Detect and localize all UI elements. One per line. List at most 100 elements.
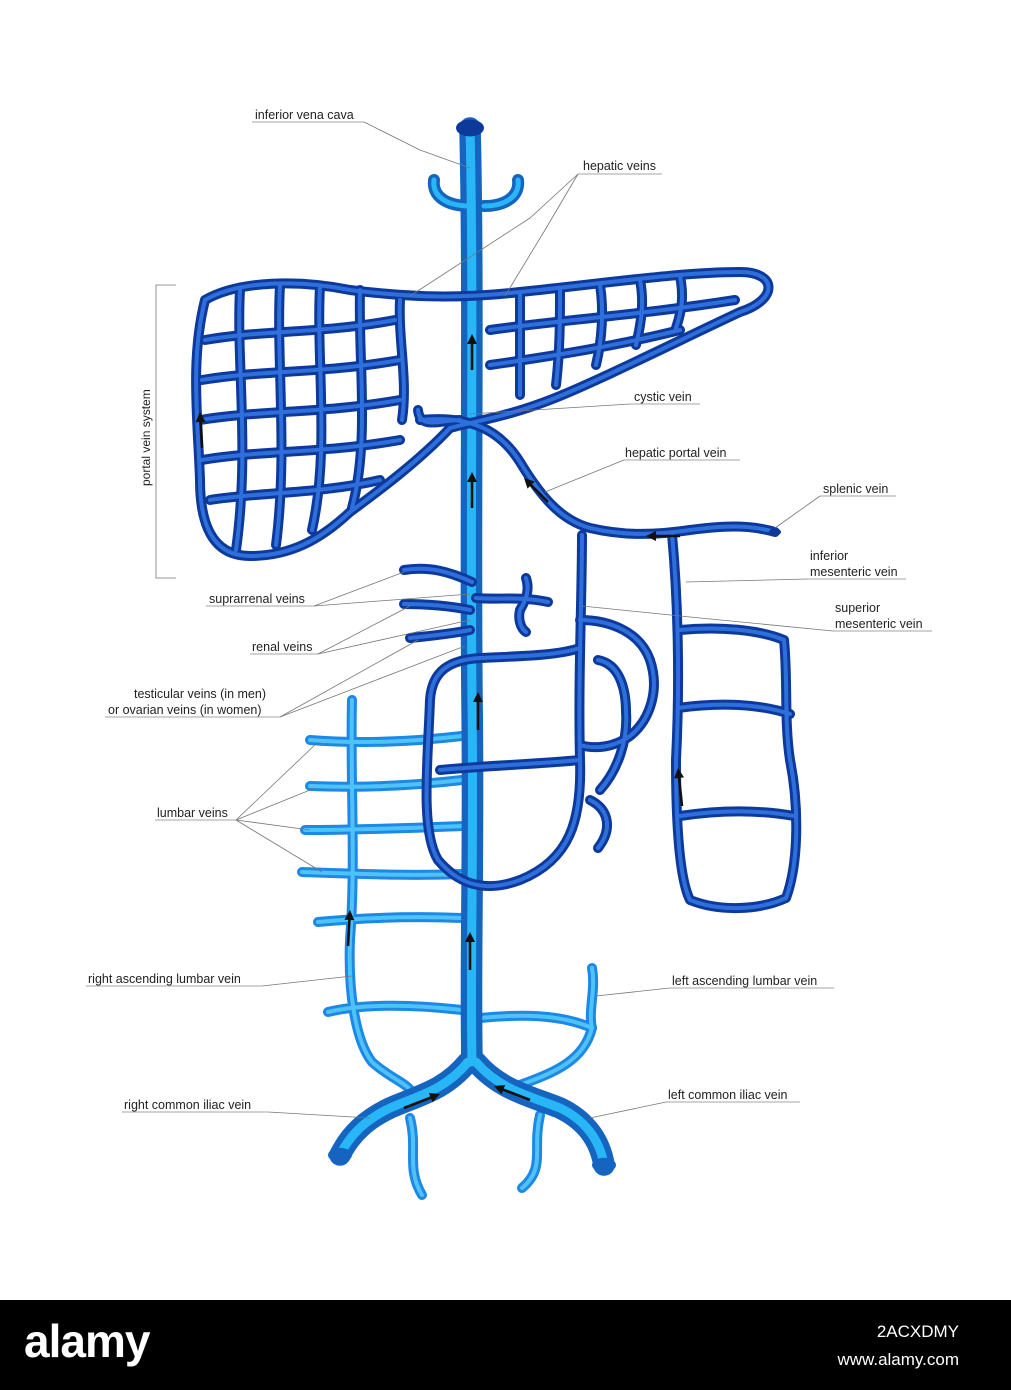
- flow-arrow: [677, 773, 684, 807]
- vessel-highlight: [578, 618, 656, 750]
- inferior-mesenteric-vein-vessel: [667, 529, 802, 914]
- vessel-highlight: [194, 270, 771, 558]
- label-testicular-veins-line1: testicular veins (in men): [134, 687, 266, 701]
- image-id: 2ACXDMY: [876, 1322, 959, 1341]
- vessel-end-cap: [456, 119, 484, 137]
- hepatic-portal-vein-vessel: [415, 414, 695, 539]
- label-right-common-iliac-vein: right common iliac vein: [124, 1098, 251, 1112]
- vessel-highlight: [402, 566, 474, 584]
- label-portal-vein-system: portal vein system: [139, 389, 153, 486]
- vessel-highlight: [688, 524, 777, 534]
- vessel-highlight: [594, 283, 605, 367]
- watermark-footer: alamy 2ACXDMY www.alamy.com: [0, 1300, 1011, 1390]
- vessel-highlight: [203, 318, 397, 342]
- vessel-highlight: [402, 602, 472, 612]
- vessel-highlight: [431, 177, 473, 209]
- vessel-highlight: [234, 288, 245, 552]
- vessel-highlight: [517, 576, 530, 634]
- venous-system-diagram: inferior vena cava hepatic veins portal …: [86, 108, 932, 1200]
- label-lumbar-veins: lumbar veins: [157, 806, 228, 820]
- vessel-highlight: [308, 734, 464, 745]
- flow-arrow: [499, 1086, 531, 1102]
- label-splenic-vein: splenic vein: [823, 482, 888, 496]
- vessel-highlight: [397, 298, 406, 422]
- flow-arrow: [346, 915, 351, 947]
- vessel-highlight: [316, 915, 464, 924]
- alamy-logo: alamy: [24, 1315, 150, 1367]
- vessel-highlight: [471, 1057, 609, 1170]
- label-left-ascending-lumbar-vein: left ascending lumbar vein: [672, 974, 817, 988]
- label-testicular-veins-line2: or ovarian veins (in women): [108, 703, 262, 717]
- vessel-highlight: [438, 758, 582, 772]
- vessel-highlight: [674, 274, 685, 330]
- vessel-highlight: [474, 596, 550, 604]
- ivc-vessels: [329, 117, 615, 1176]
- label-right-ascending-lumbar-vein: right ascending lumbar vein: [88, 972, 241, 986]
- label-hepatic-portal-vein: hepatic portal vein: [625, 446, 727, 460]
- label-suprarrenal-veins: suprarrenal veins: [209, 592, 305, 606]
- vessel-highlight: [408, 628, 472, 640]
- flow-arrowhead: [467, 334, 477, 344]
- vessel-highlight: [481, 177, 521, 209]
- flow-arrowhead: [646, 531, 656, 541]
- vessel-highlight: [310, 284, 324, 532]
- vessel-highlight: [308, 778, 464, 789]
- label-left-common-iliac-vein: left common iliac vein: [668, 1088, 788, 1102]
- label-inferior-mesenteric-vein-line1: inferior: [810, 549, 848, 563]
- vessel-highlight: [347, 698, 414, 1094]
- flow-arrowhead: [494, 1084, 506, 1095]
- vessel-highlight: [274, 283, 284, 547]
- vessel-highlight: [478, 1013, 594, 1030]
- label-renal-veins: renal veins: [252, 640, 312, 654]
- flow-arrowhead: [195, 412, 206, 423]
- vessel-highlight: [676, 702, 792, 716]
- flow-arrowhead: [473, 692, 483, 702]
- flow-arrows: [195, 334, 685, 1110]
- flow-arrow: [199, 417, 204, 449]
- superior-mesenteric-vein-vessel: [421, 530, 587, 892]
- vessel-highlight: [488, 298, 737, 332]
- leader-lines: [86, 121, 932, 1119]
- vessel-highlight: [518, 966, 596, 1087]
- flow-arrowhead: [465, 932, 475, 942]
- label-superior-mesenteric-vein-line1: superior: [835, 601, 880, 615]
- vessel-highlight: [200, 438, 402, 462]
- lumbar-vessels: [297, 695, 599, 1200]
- vessel-highlight: [326, 1003, 464, 1014]
- flow-arrowhead: [674, 768, 685, 779]
- vessel-highlight: [670, 532, 799, 911]
- vessel-highlight: [424, 533, 584, 889]
- vessel-highlight: [408, 1116, 424, 1197]
- label-superior-mesenteric-vein-line2: mesenteric vein: [835, 617, 923, 631]
- flow-arrowhead: [428, 1092, 440, 1103]
- vessel-highlight: [350, 288, 365, 510]
- vessel-highlight: [488, 328, 682, 367]
- portal-vessels: [191, 267, 802, 914]
- vessel-highlight: [198, 398, 402, 422]
- vessel-highlight: [300, 870, 464, 877]
- vessel-highlight: [335, 1057, 473, 1160]
- flow-arrowhead: [467, 472, 477, 482]
- vessel-highlight: [465, 123, 478, 1067]
- flow-arrowhead: [524, 478, 535, 489]
- site-url: www.alamy.com: [837, 1350, 959, 1369]
- portal-system-bracket: [155, 284, 176, 579]
- vessel-highlight: [596, 658, 629, 792]
- vessel-highlight: [588, 798, 610, 850]
- vessel-end-cap: [769, 528, 781, 536]
- label-inferior-vena-cava: inferior vena cava: [255, 108, 354, 122]
- vessel-highlight: [200, 358, 402, 382]
- vessel-end-cap: [592, 1157, 616, 1173]
- label-inferior-mesenteric-vein-line2: mesenteric vein: [810, 565, 898, 579]
- label-hepatic-veins: hepatic veins: [583, 159, 656, 173]
- vessel-end-cap: [328, 1147, 352, 1163]
- vessel-highlight: [416, 408, 462, 425]
- flow-arrow: [403, 1094, 435, 1110]
- vessel-highlight: [303, 824, 464, 832]
- labels: inferior vena cava hepatic veins portal …: [88, 108, 923, 1112]
- label-cystic-vein: cystic vein: [634, 390, 692, 404]
- flow-arrow: [527, 481, 549, 503]
- vessel-highlight: [678, 809, 796, 818]
- vessel-highlight: [554, 288, 562, 387]
- flow-arrowhead: [344, 910, 355, 921]
